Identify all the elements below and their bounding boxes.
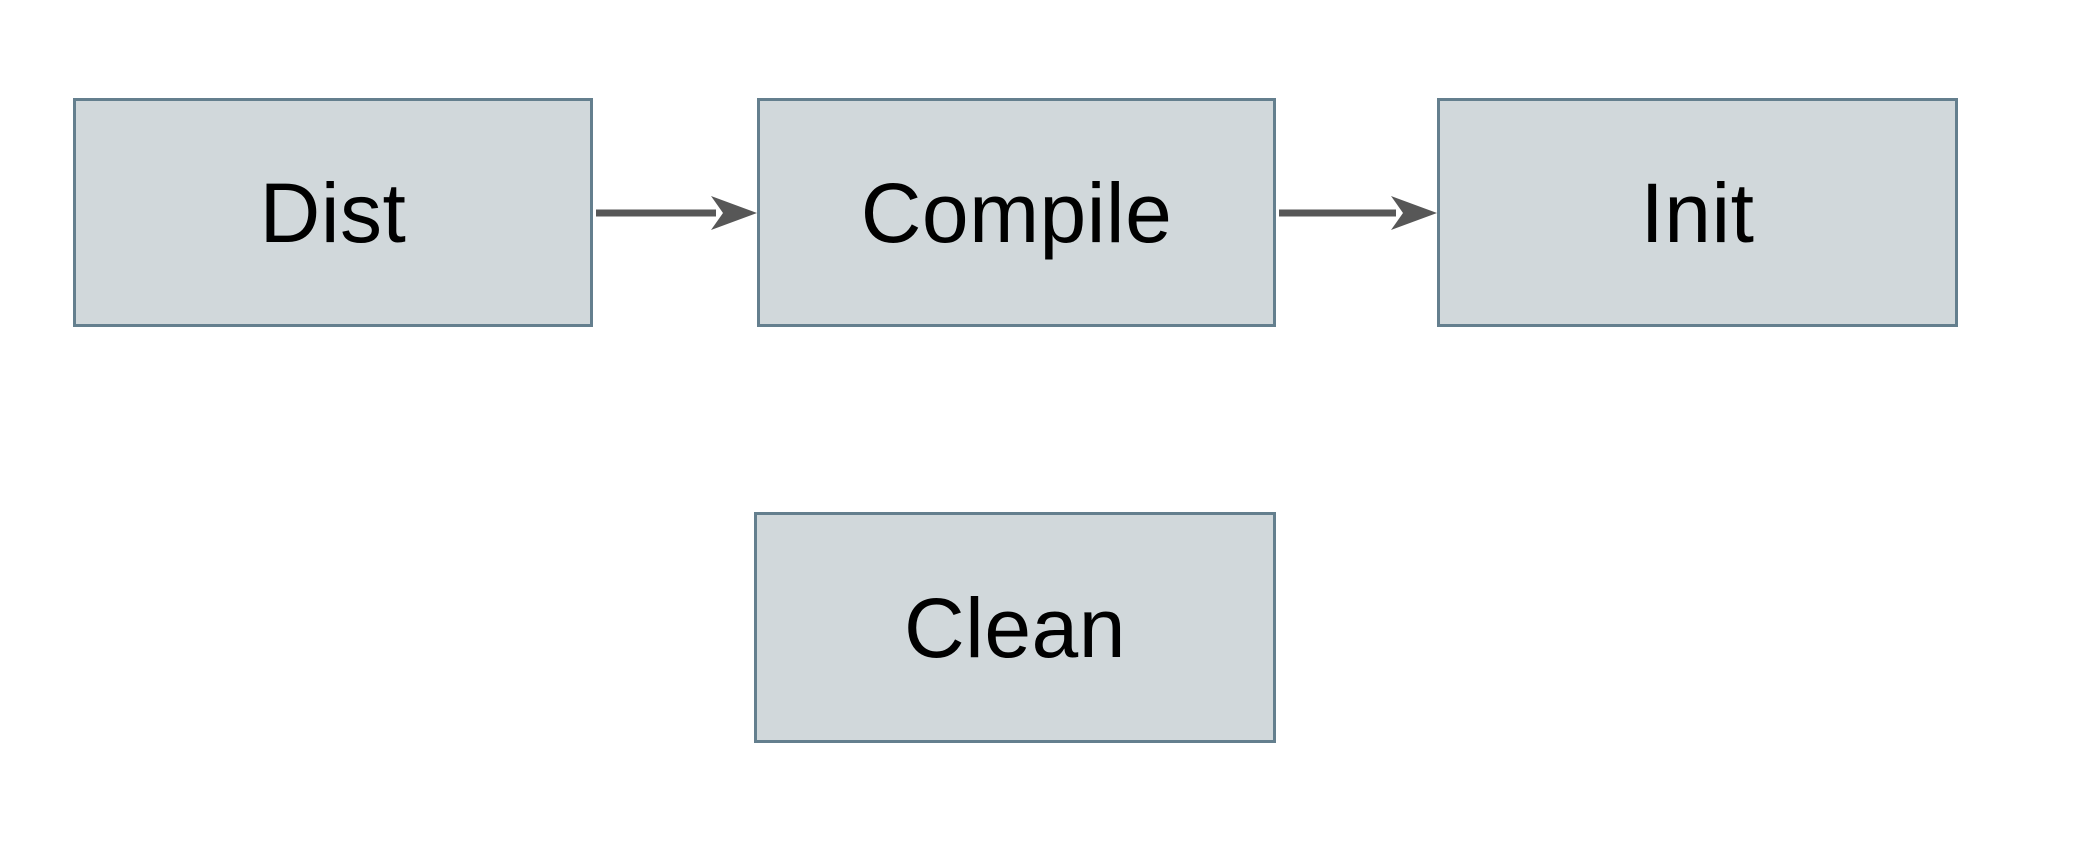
node-dist-label: Dist [259, 165, 407, 260]
arrow-compile-to-init [1279, 196, 1437, 230]
arrow-dist-to-compile [596, 196, 757, 230]
node-clean: Clean [754, 512, 1276, 743]
node-dist: Dist [73, 98, 593, 327]
node-compile: Compile [757, 98, 1276, 327]
node-clean-label: Clean [904, 580, 1126, 675]
node-init: Init [1437, 98, 1958, 327]
node-compile-label: Compile [860, 165, 1173, 260]
node-init-label: Init [1640, 165, 1755, 260]
